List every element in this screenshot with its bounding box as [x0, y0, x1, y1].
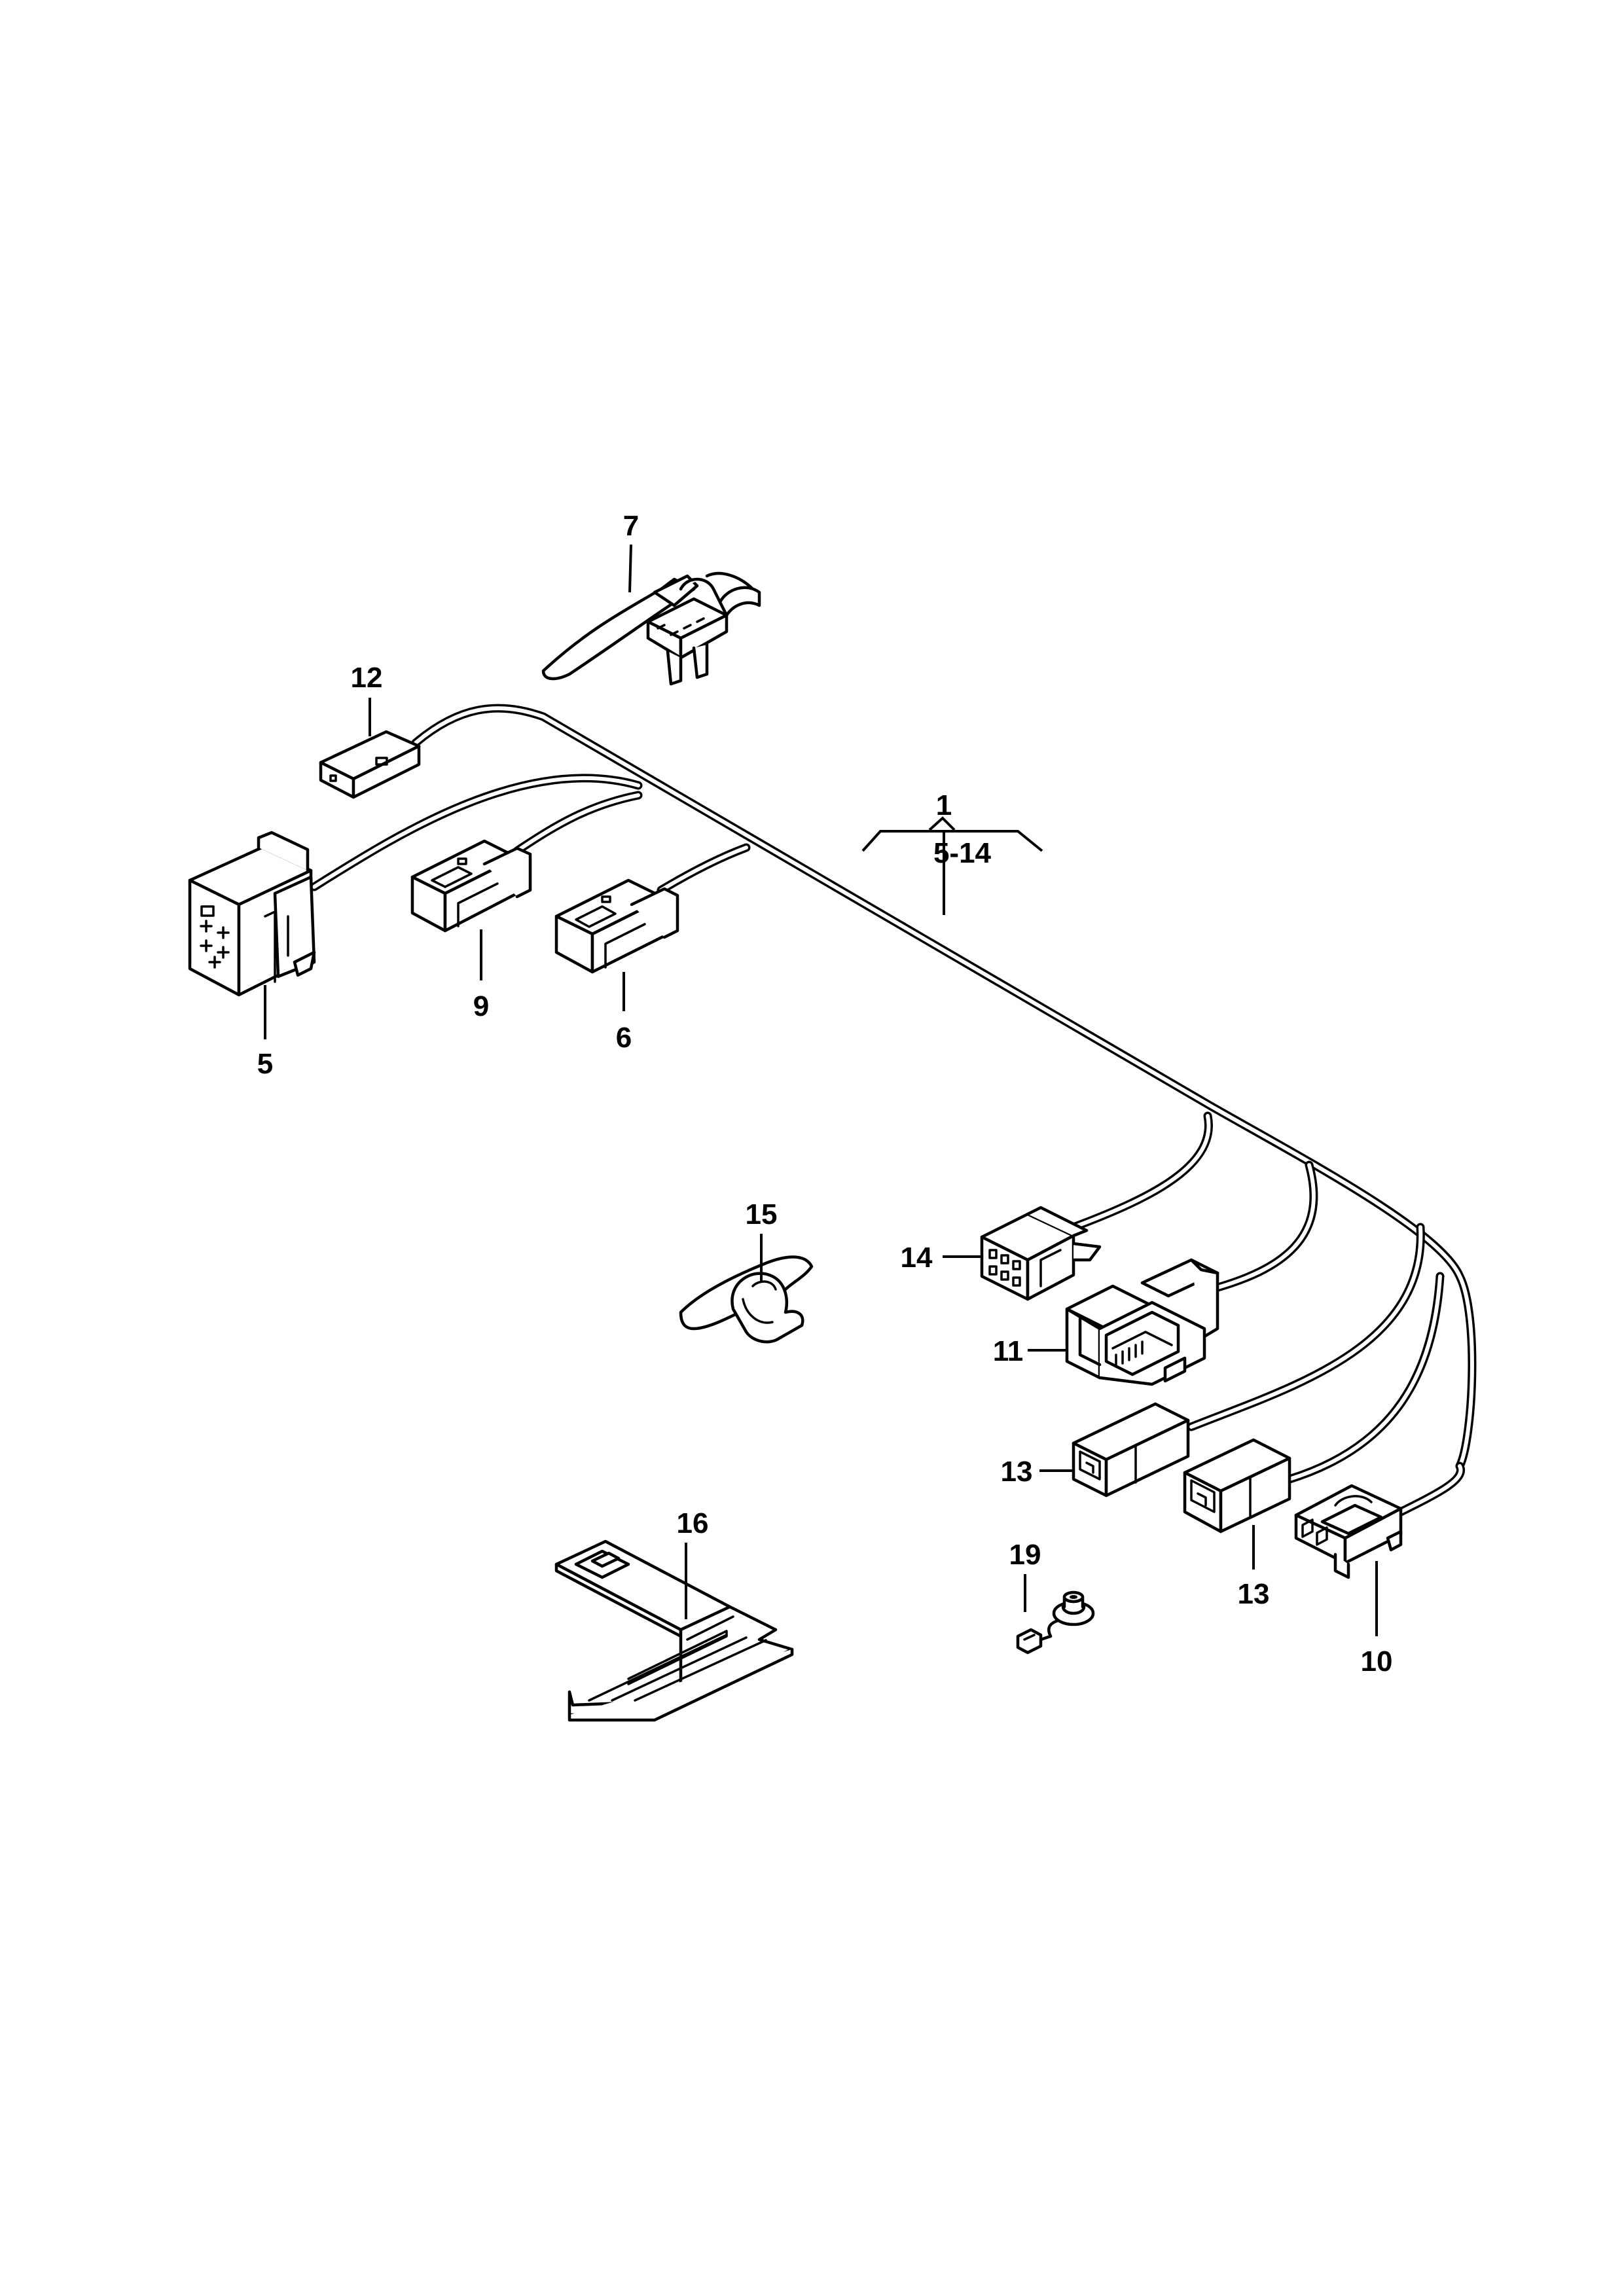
- connector-10: [1294, 1484, 1403, 1579]
- clip-15: [679, 1255, 814, 1344]
- connector-13-left: [1072, 1402, 1190, 1498]
- callout-1: 1: [936, 789, 952, 821]
- leader-lines: [264, 544, 1378, 1636]
- callout-11: 11: [993, 1335, 1024, 1367]
- connector-13-right: [1183, 1438, 1291, 1534]
- callout-12: 12: [351, 662, 383, 694]
- clip-7: [541, 571, 761, 686]
- connector-6: [554, 878, 679, 974]
- sensor-19: [1016, 1590, 1095, 1655]
- callout-6: 6: [616, 1022, 632, 1054]
- harness-wires: [310, 704, 1477, 1516]
- callout-15: 15: [746, 1198, 778, 1230]
- connector-14: [980, 1206, 1102, 1301]
- connector-9: [410, 839, 532, 933]
- callout-19: 19: [1009, 1539, 1041, 1571]
- callout-5: 5: [257, 1048, 273, 1080]
- connector-11: [1065, 1258, 1219, 1386]
- callout-10: 10: [1361, 1645, 1393, 1677]
- callout-1-range: 5-14: [933, 837, 992, 869]
- callout-9: 9: [473, 990, 489, 1022]
- callout-14: 14: [901, 1242, 933, 1274]
- tray-16: [554, 1539, 794, 1722]
- connector-12: [319, 730, 421, 799]
- callout-13-left: 13: [1001, 1456, 1033, 1488]
- callout-7: 7: [623, 510, 639, 542]
- callout-16: 16: [677, 1507, 709, 1539]
- callout-labels: 7 12 1 5-14 5 9 6 15 14 11 13 13 10 16 1…: [257, 510, 1393, 1677]
- callout-13-right: 13: [1238, 1578, 1270, 1610]
- connector-5: [188, 831, 316, 997]
